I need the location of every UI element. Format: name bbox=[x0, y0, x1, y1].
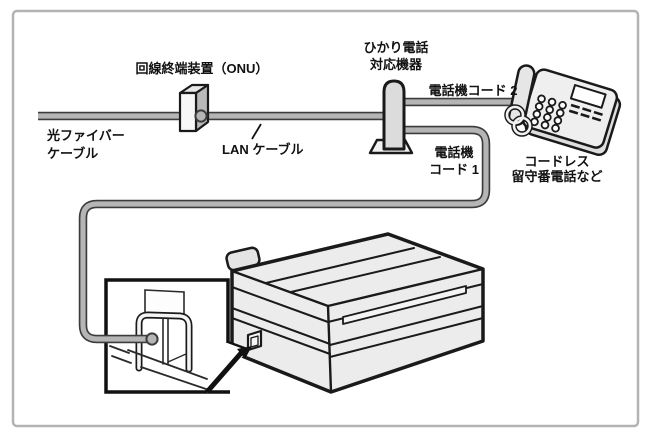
printer-illustration bbox=[225, 232, 485, 394]
cables bbox=[38, 97, 521, 346]
callout-arrow-shaft bbox=[205, 350, 244, 394]
onu-label: 回線終端装置（ONU） bbox=[136, 61, 269, 76]
surface-edge-1 bbox=[109, 345, 130, 354]
phone-cord-1-cable bbox=[78, 125, 491, 346]
cord-1-plug-end bbox=[145, 332, 159, 346]
retainer-inner-line bbox=[167, 353, 187, 363]
callout-box-border bbox=[104, 278, 230, 394]
printer-band-left-2 bbox=[231, 317, 331, 355]
printer-band-left-1 bbox=[231, 307, 331, 345]
cordless-phone bbox=[504, 64, 622, 157]
printer-front-corner-edge bbox=[326, 304, 333, 394]
hikari-device-label-line1: ひかり電話 bbox=[363, 40, 428, 55]
phone-display bbox=[569, 84, 607, 109]
lan-cable-plug-end bbox=[194, 109, 208, 123]
jack-plate bbox=[144, 289, 185, 316]
printer-lid-seam-1 bbox=[265, 247, 415, 284]
callout-box bbox=[104, 278, 252, 394]
hikari-device-label-line2: 対応機器 bbox=[369, 57, 423, 72]
phone-curly-cord bbox=[504, 104, 533, 137]
cordless-phone-label-line1: コードレス bbox=[524, 154, 589, 169]
cable-retainer-core bbox=[137, 313, 191, 371]
printer-line-port-inner bbox=[250, 335, 259, 348]
lan-label-pointer-line bbox=[251, 123, 262, 140]
printer-lid-seam-2 bbox=[290, 256, 441, 293]
phone-cord-2-label: 電話機コード 2 bbox=[429, 83, 518, 98]
fiber-cable-label-line2: ケーブル bbox=[47, 146, 98, 161]
onu-device bbox=[178, 83, 210, 133]
fiber-cable-label-line1: 光ファイバー bbox=[46, 128, 125, 143]
callout-arrowhead bbox=[237, 346, 252, 359]
jack-detail-illustration bbox=[109, 289, 210, 391]
surface-edge-4 bbox=[140, 366, 210, 391]
phone-function-buttons bbox=[568, 103, 603, 122]
printer-band-right-1 bbox=[329, 305, 484, 346]
surface-edge-3 bbox=[127, 349, 208, 380]
printer-band-right-2 bbox=[329, 317, 484, 358]
printer-output-slot bbox=[342, 285, 467, 325]
surface-edge-2 bbox=[111, 355, 132, 364]
hikari-device-body bbox=[382, 79, 406, 151]
cordless-phone-label-line2: 留守番電話など bbox=[511, 169, 602, 184]
lan-cable-label: LAN ケーブル bbox=[222, 142, 304, 157]
phone-cord-1-label-line2: コード 1 bbox=[429, 162, 479, 177]
phone-cord-1-label-line1: 電話機 bbox=[434, 145, 473, 160]
hikari-denwa-device bbox=[368, 79, 414, 155]
